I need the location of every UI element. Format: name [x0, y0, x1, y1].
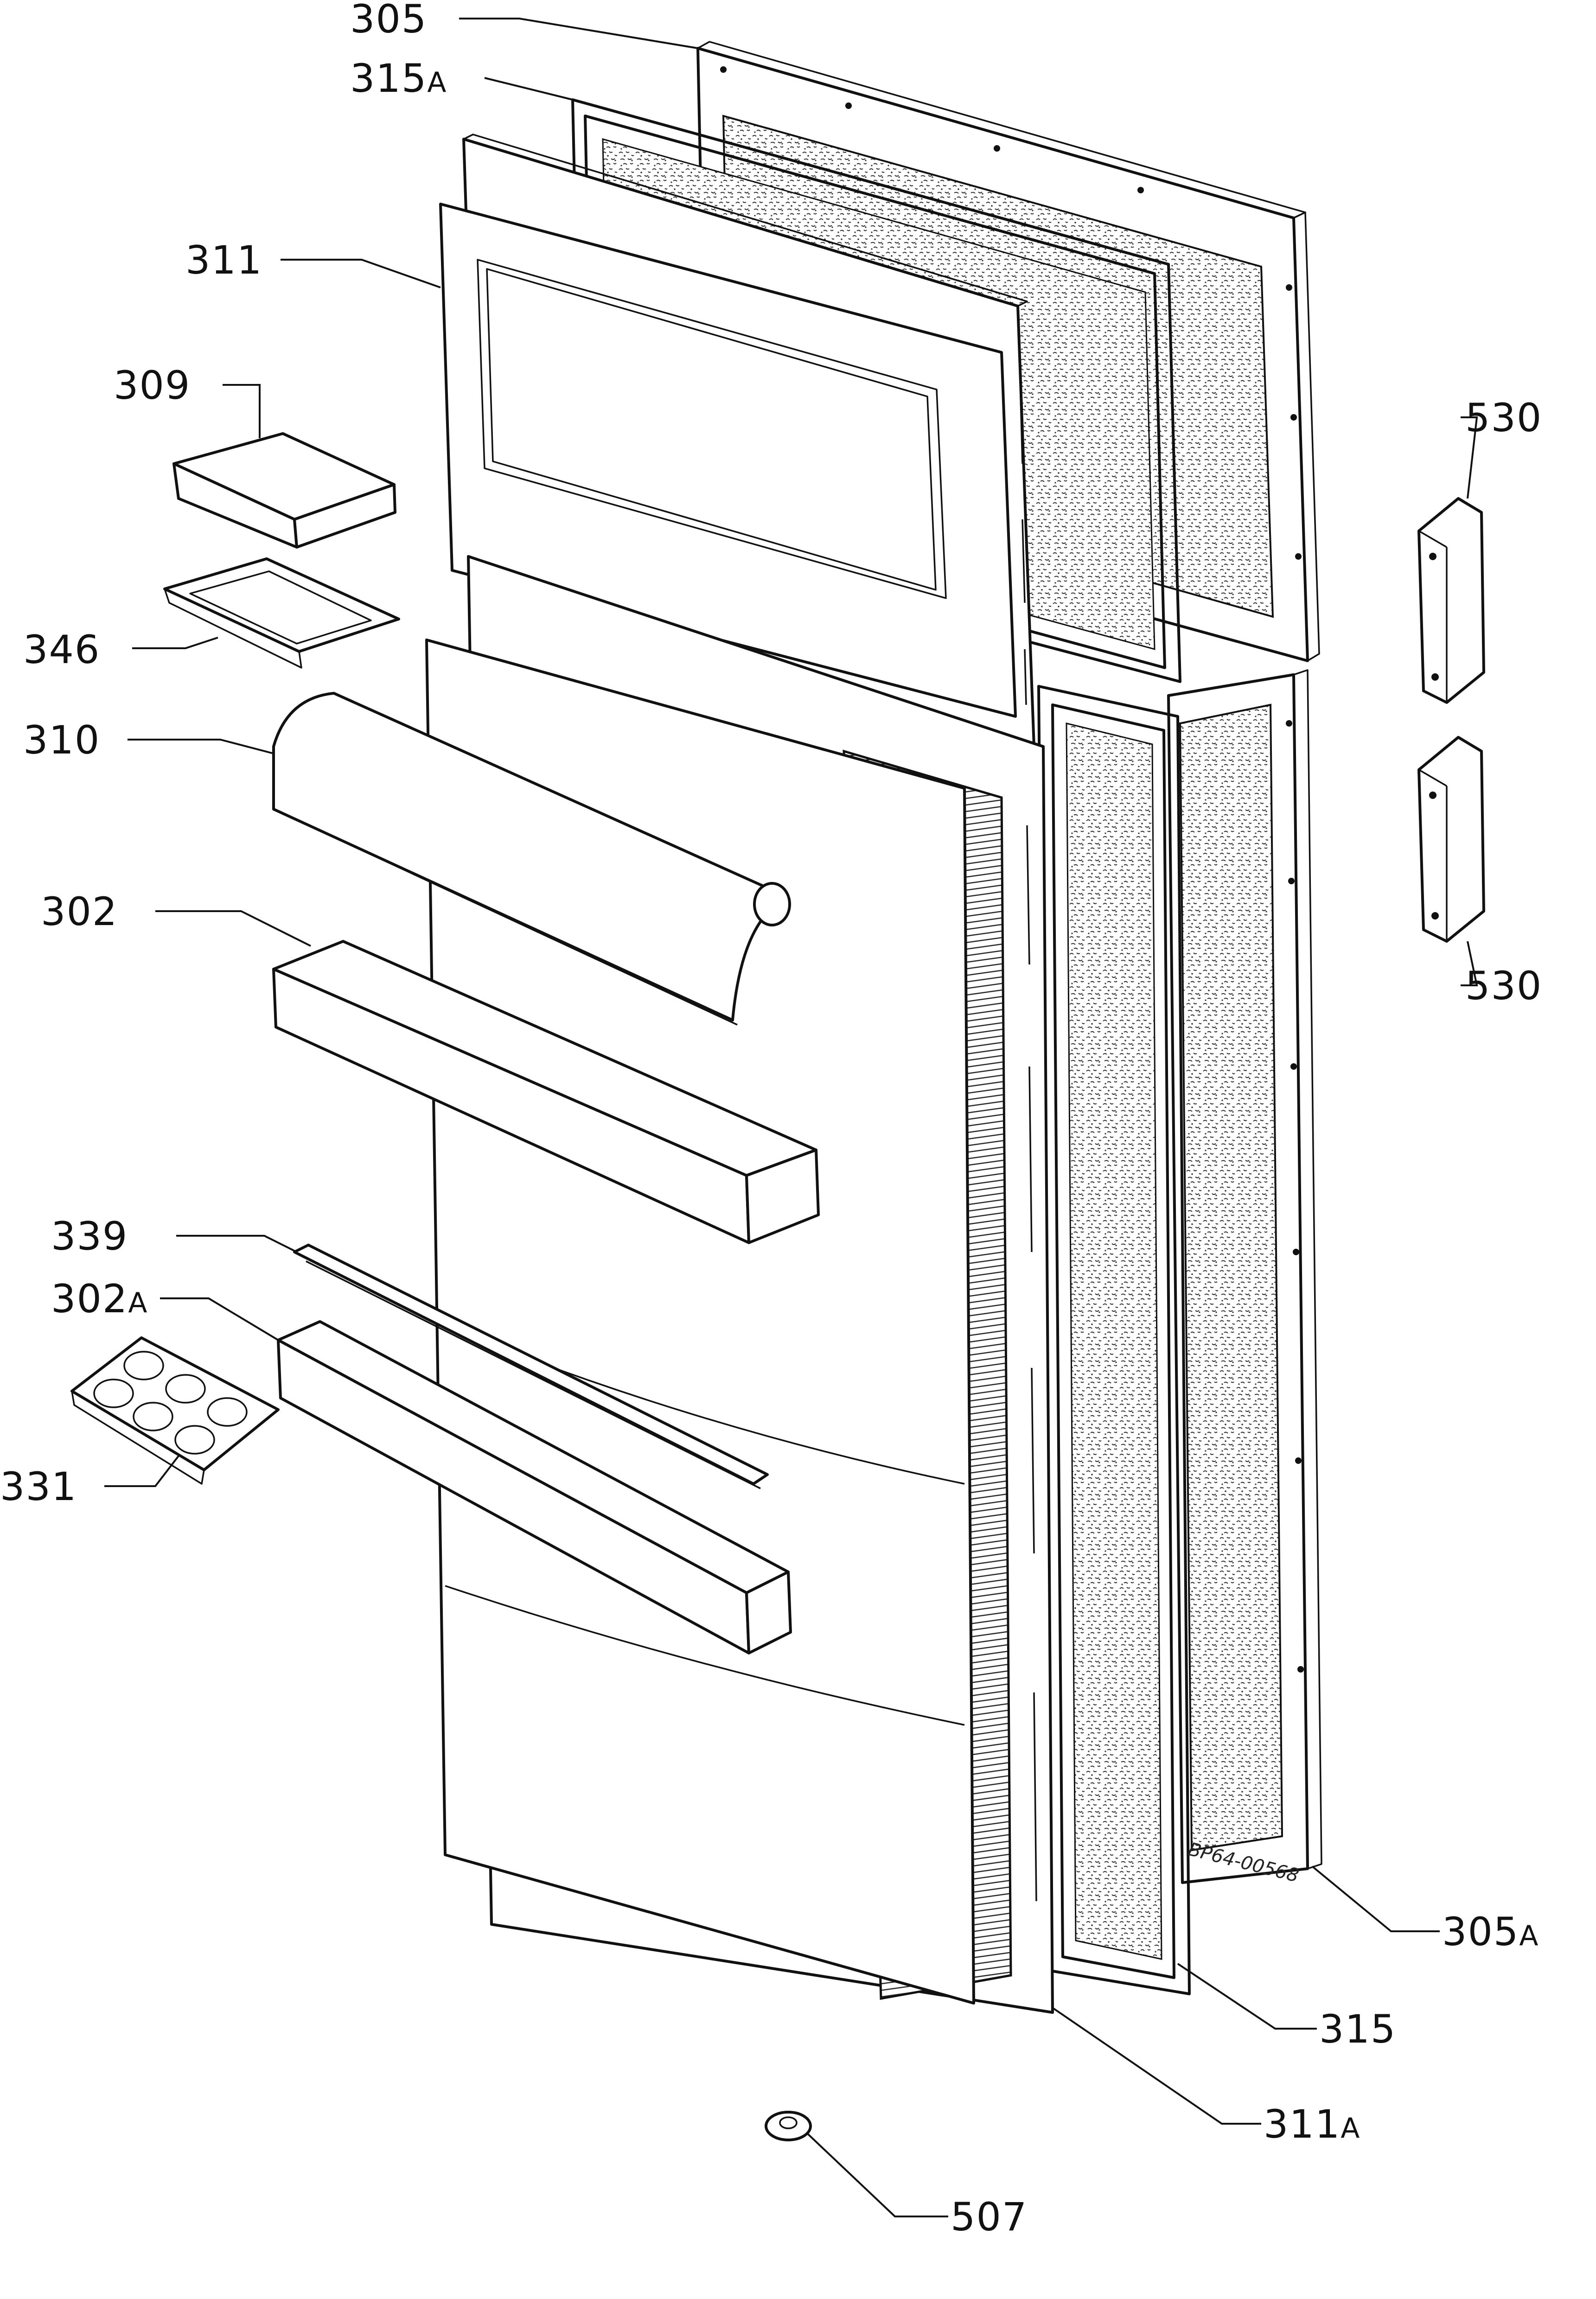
butter-dish-lid — [172, 432, 396, 549]
label-305: 305 — [350, 0, 427, 42]
screw-holes-305 — [720, 66, 1302, 560]
label-311a: 311A — [1264, 2101, 1360, 2147]
freezer-inner-door-liner — [439, 134, 1035, 748]
label-530-upper: 530 — [1465, 395, 1542, 441]
label-302: 302 — [41, 889, 118, 934]
bottle-shelf — [277, 1320, 792, 1654]
label-315: 315 — [1319, 2006, 1396, 2052]
label-530-lower: 530 — [1465, 963, 1542, 1009]
door-handle-upper — [1417, 497, 1485, 704]
label-339: 339 — [51, 1213, 128, 1259]
label-309: 309 — [114, 363, 191, 408]
door-handle-lower — [1417, 736, 1485, 943]
label-310: 310 — [23, 717, 100, 763]
dairy-compartment-lid — [272, 692, 791, 1026]
label-331: 331 — [0, 1464, 77, 1509]
label-315a: 315A — [350, 56, 447, 101]
fridge-inner-door-liner — [425, 555, 1054, 2014]
freezer-liner-slots — [1019, 380, 1027, 705]
butter-dish-tray — [163, 557, 400, 669]
fridge-door-gasket — [1037, 685, 1191, 1995]
hinge-bushing — [765, 2111, 812, 2141]
egg-cups — [93, 1351, 248, 1455]
screw-holes-305a — [1286, 720, 1304, 1673]
fridge-liner-slots — [1026, 825, 1037, 1902]
label-346: 346 — [23, 627, 100, 672]
label-305a: 305A — [1442, 1909, 1539, 1954]
leader-lines — [104, 18, 1478, 2217]
callout-labels: 305 315A 311 309 346 310 302 339 302A 33… — [0, 0, 1542, 2240]
bottle-retainer-bar — [293, 1244, 769, 1489]
door-shelf — [272, 940, 820, 1244]
fridge-door-outer-panel — [1167, 669, 1322, 1884]
label-507: 507 — [951, 2194, 1028, 2240]
label-311: 311 — [185, 237, 262, 283]
egg-tray — [70, 1336, 280, 1485]
label-302a: 302A — [51, 1276, 148, 1322]
